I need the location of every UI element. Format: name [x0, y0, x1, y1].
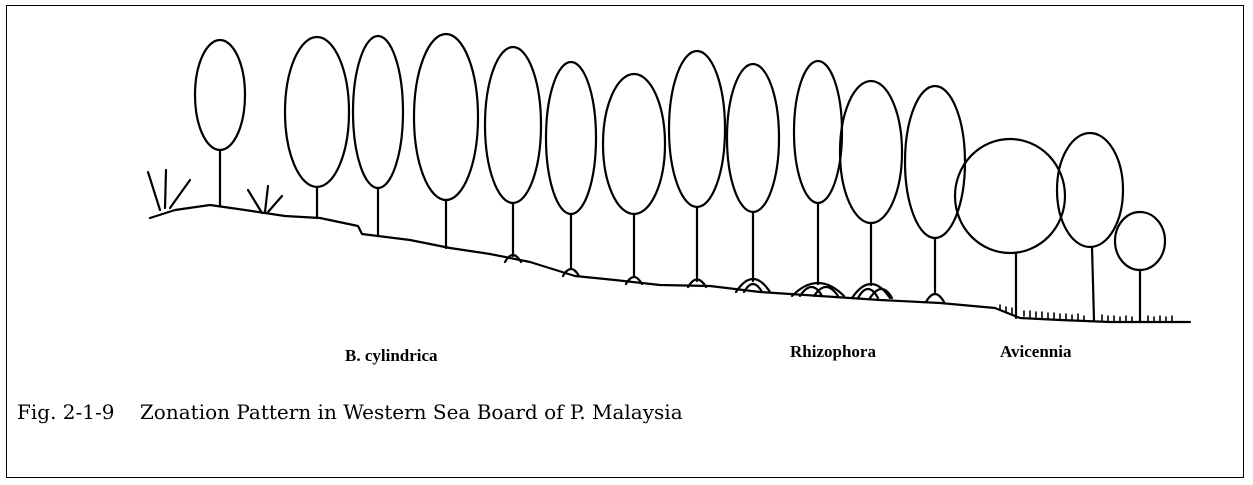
tree-11	[840, 81, 902, 298]
tree-7	[603, 74, 665, 284]
tree-13	[955, 139, 1065, 318]
tree-6	[546, 62, 596, 276]
zone-label-avicennia: Avicennia	[1000, 342, 1071, 362]
grass-tuft-middle	[248, 186, 282, 213]
tree-15	[1115, 212, 1165, 322]
tree-5	[485, 47, 541, 262]
tree-10	[792, 61, 844, 296]
tree-4	[414, 34, 478, 248]
pneumatophores	[1000, 305, 1172, 322]
zone-label-rhizophora: Rhizophora	[790, 342, 876, 362]
tree-8	[669, 51, 725, 287]
ground-profile	[150, 205, 1190, 322]
tree-1	[195, 40, 245, 205]
tree-9	[727, 64, 779, 292]
tree-3	[353, 36, 403, 236]
tree-14	[1057, 133, 1123, 320]
grass-tuft-left	[148, 170, 190, 210]
figure-caption: Fig. 2-1-9 Zonation Pattern in Western S…	[17, 400, 683, 424]
zone-label-bruguiera: B. cylindrica	[345, 346, 438, 366]
tree-2	[285, 37, 349, 218]
